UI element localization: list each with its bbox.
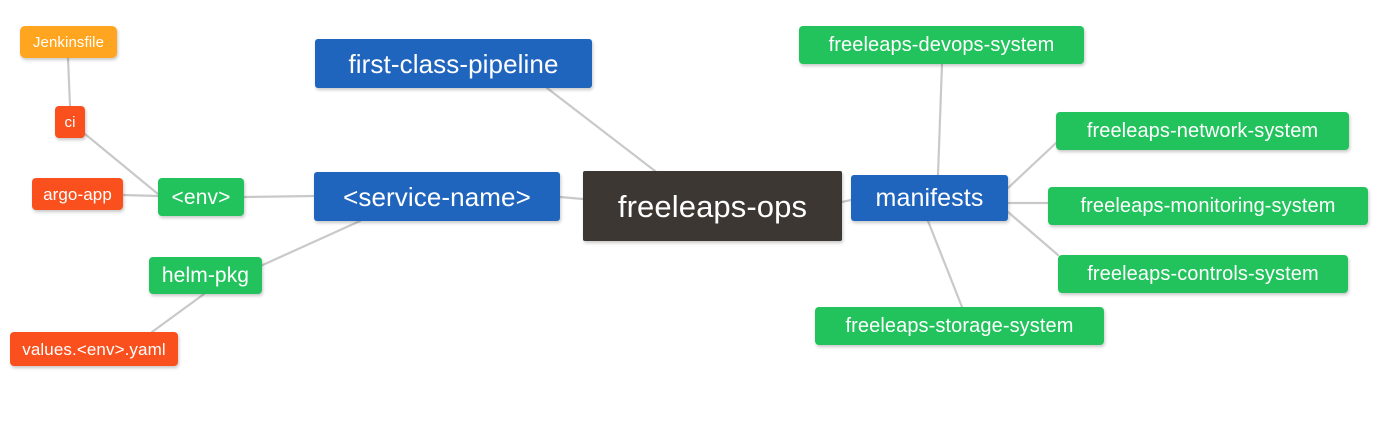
edge-manifests-to-freeleaps-storage-system	[926, 219, 964, 309]
edge-first-class-pipeline-to-root	[545, 86, 657, 173]
node-ci[interactable]: ci	[55, 106, 85, 138]
node-freeleaps-storage-system[interactable]: freeleaps-storage-system	[815, 307, 1104, 345]
node-label-freeleaps-controls-system: freeleaps-controls-system	[1087, 263, 1319, 285]
node-label-first-class-pipeline: first-class-pipeline	[348, 48, 559, 79]
edge-root-to-manifests	[840, 198, 853, 204]
node-label-freeleaps-network-system: freeleaps-network-system	[1086, 120, 1319, 142]
node-values-env-yaml[interactable]: values.<env>.yaml	[10, 332, 178, 366]
node-label-env: <env>	[171, 185, 231, 209]
node-freeleaps-monitoring-system[interactable]: freeleaps-monitoring-system	[1048, 187, 1368, 225]
edge-manifests-to-freeleaps-devops-system	[936, 62, 944, 177]
node-first-class-pipeline[interactable]: first-class-pipeline	[315, 39, 592, 88]
node-label-service-name: <service-name>	[343, 181, 531, 212]
edge-manifests-to-freeleaps-controls-system	[1006, 210, 1060, 257]
node-label-root: freeleaps-ops	[617, 188, 808, 224]
node-jenkinsfile[interactable]: Jenkinsfile	[20, 26, 117, 58]
node-freeleaps-network-system[interactable]: freeleaps-network-system	[1056, 112, 1349, 150]
node-manifests[interactable]: manifests	[851, 175, 1008, 221]
node-env[interactable]: <env>	[158, 178, 244, 216]
edge-manifests-to-freeleaps-network-system	[1006, 141, 1058, 190]
node-argo-app[interactable]: argo-app	[32, 178, 123, 210]
node-label-values-env-yaml: values.<env>.yaml	[22, 339, 166, 359]
node-label-jenkinsfile: Jenkinsfile	[32, 33, 105, 51]
edge-argo-app-to-env	[121, 193, 160, 198]
node-helm-pkg[interactable]: helm-pkg	[149, 257, 262, 294]
node-label-freeleaps-monitoring-system: freeleaps-monitoring-system	[1080, 195, 1336, 217]
node-freeleaps-devops-system[interactable]: freeleaps-devops-system	[799, 26, 1084, 64]
node-label-helm-pkg: helm-pkg	[161, 264, 250, 287]
edge-helm-pkg-to-service-name	[254, 219, 362, 270]
node-freeleaps-controls-system[interactable]: freeleaps-controls-system	[1058, 255, 1348, 293]
edge-values-env-yaml-to-helm-pkg	[150, 292, 206, 334]
node-label-freeleaps-storage-system: freeleaps-storage-system	[845, 315, 1074, 337]
node-label-manifests: manifests	[875, 183, 984, 212]
node-root[interactable]: freeleaps-ops	[583, 171, 842, 241]
node-label-freeleaps-devops-system: freeleaps-devops-system	[828, 34, 1055, 56]
edge-jenkinsfile-to-ci	[66, 56, 72, 108]
edge-ci-to-env	[83, 132, 160, 196]
node-label-ci: ci	[64, 113, 76, 131]
node-service-name[interactable]: <service-name>	[314, 172, 560, 221]
edge-service-name-to-root	[558, 195, 585, 201]
node-label-argo-app: argo-app	[43, 184, 112, 204]
edge-env-to-service-name	[242, 194, 316, 199]
